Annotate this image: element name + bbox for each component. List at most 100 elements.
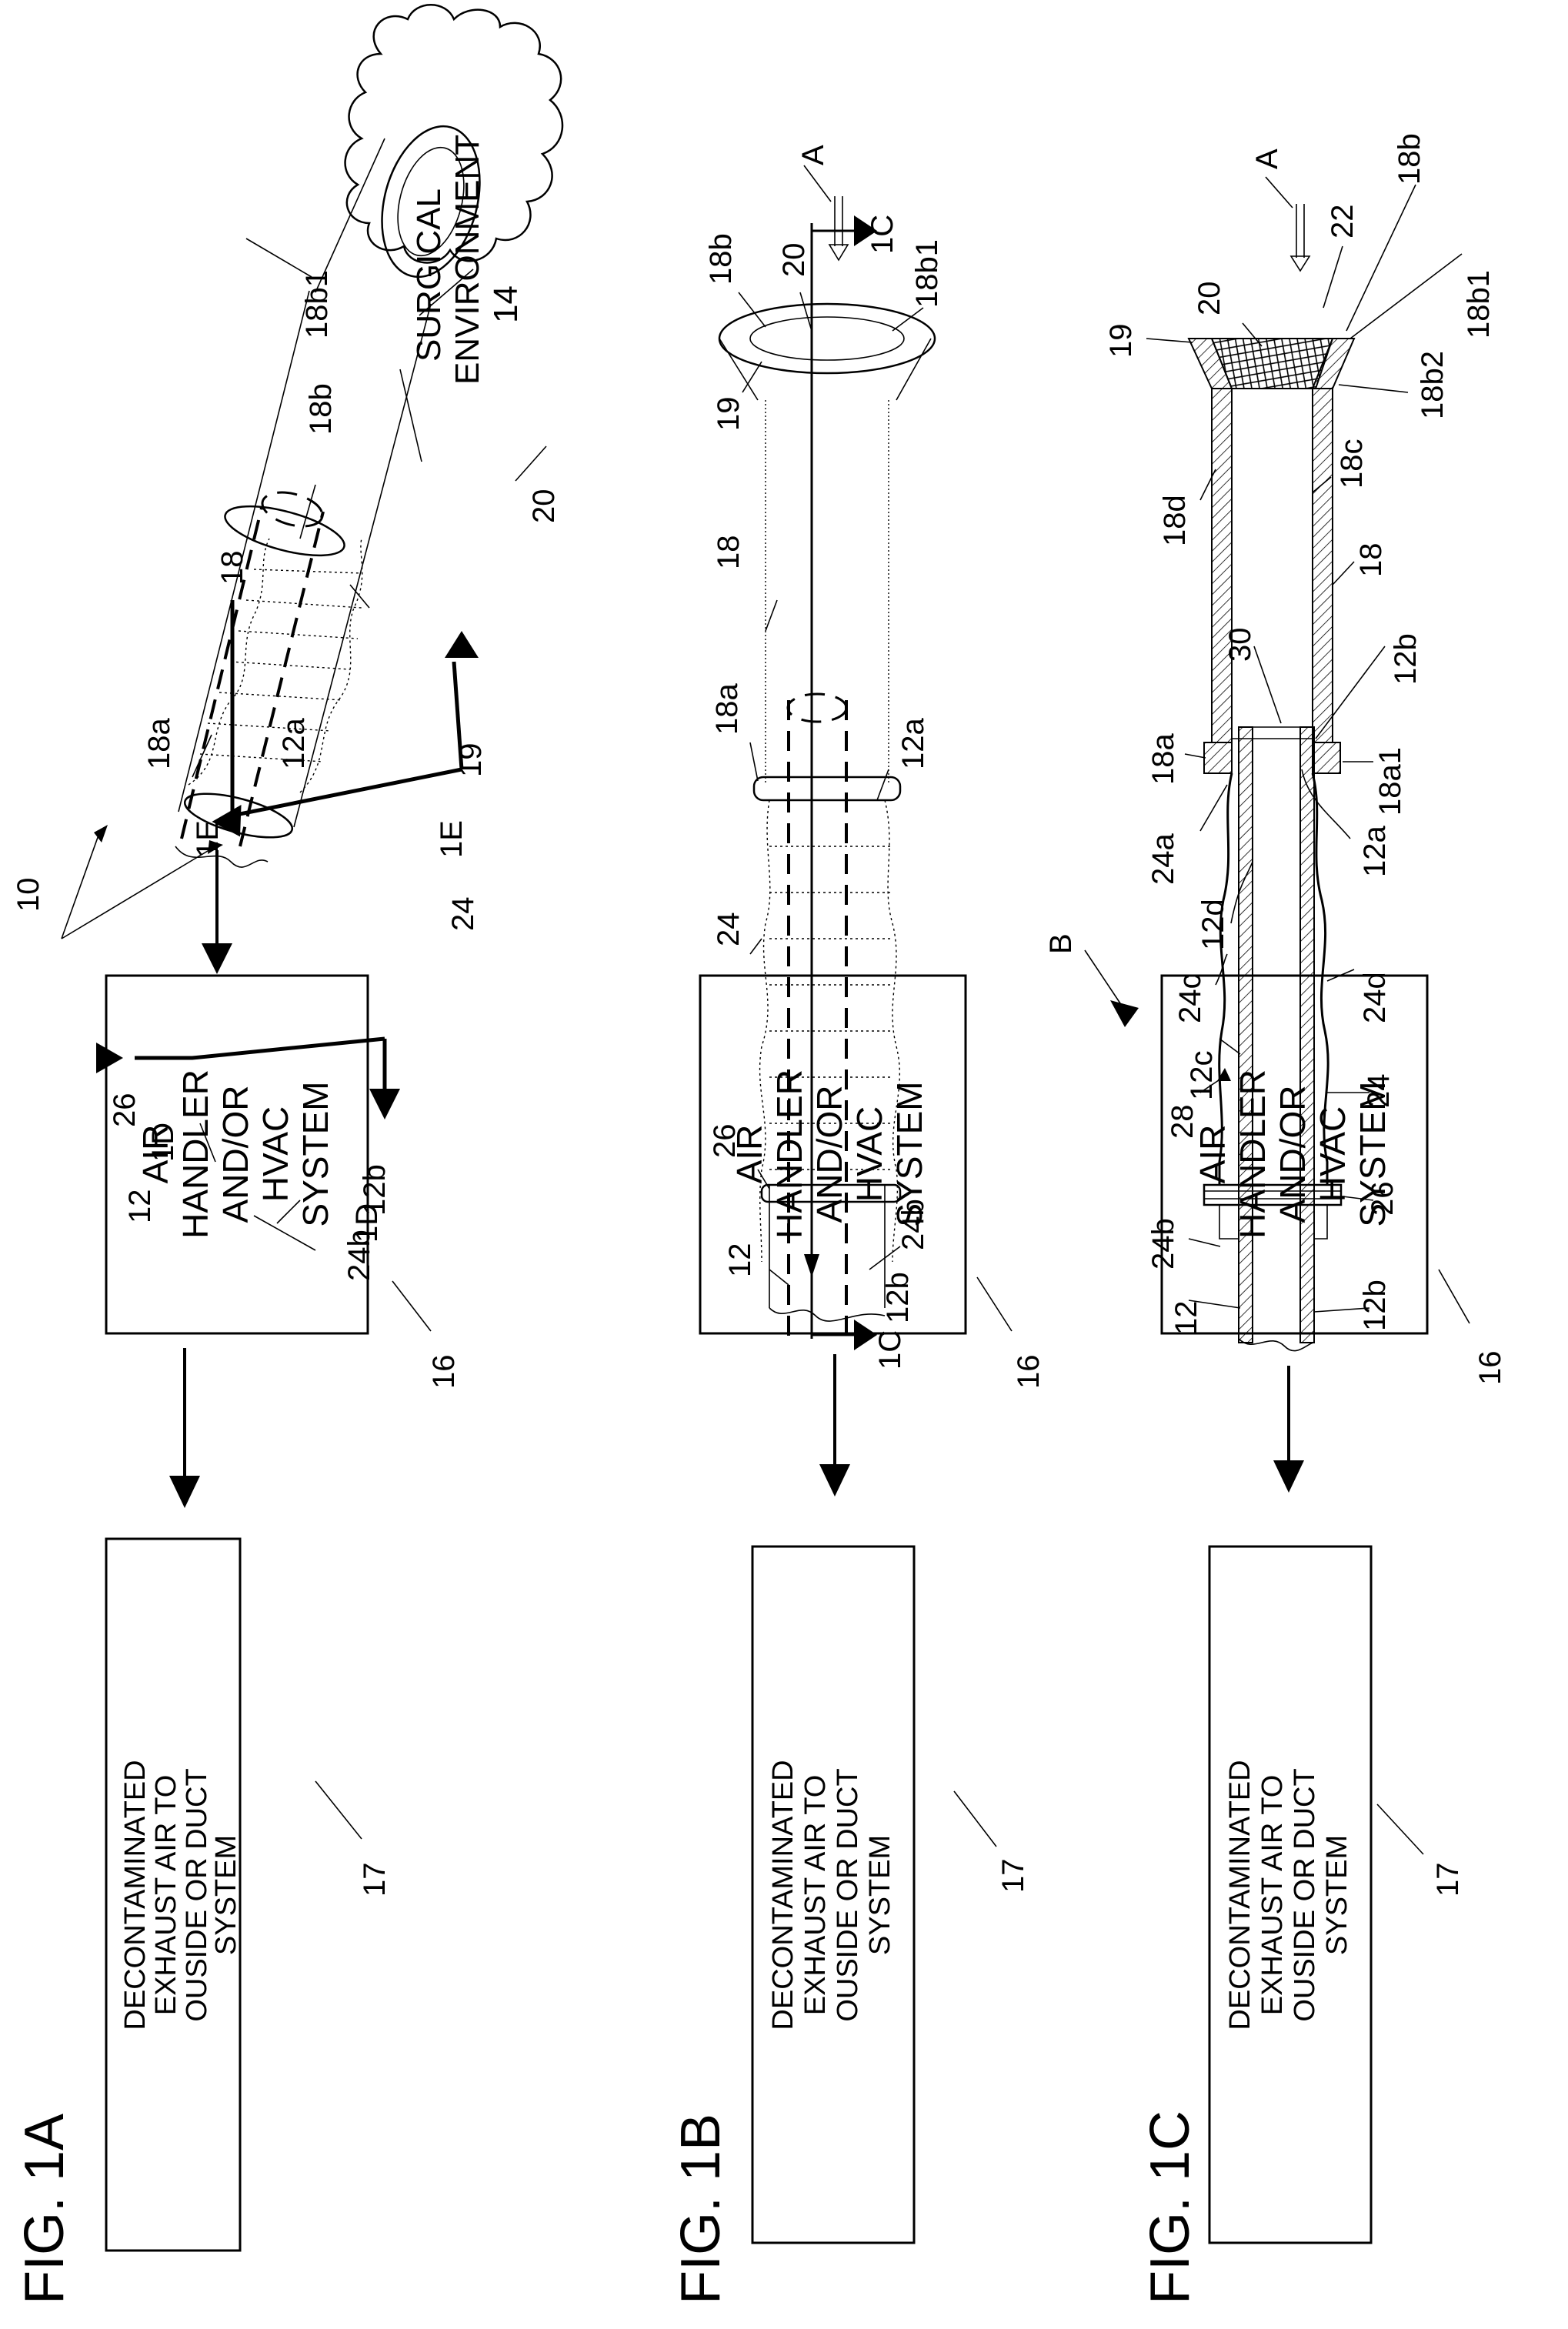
fig-1c: FIG. 1C DECONTAMINATED EXHAUST AIR TO OU… [1044, 133, 1507, 2304]
fig1c-leader-17 [1377, 1804, 1423, 1854]
ref-1D-top: 1D [146, 1123, 180, 1162]
fig1c-box-17: DECONTAMINATED EXHAUST AIR TO OUSIDE OR … [1209, 1547, 1371, 2243]
box17-line4: SYSTEM [210, 1835, 242, 1955]
fig1c-box16-line4: HVAC [1313, 1106, 1353, 1202]
fig1c-collar-right [1313, 742, 1340, 773]
fig-1a: FIG. 1A DECONTAMINATED EXHAUST AIR TO OU… [12, 5, 562, 2304]
fig1b-mouth-18b1 [719, 304, 935, 373]
leader-16 [392, 1281, 431, 1331]
fig1c-ref-18b2: 18b2 [1416, 351, 1450, 419]
box-17-decontaminated-exhaust: DECONTAMINATED EXHAUST AIR TO OUSIDE OR … [106, 1539, 242, 2251]
leader-20 [515, 446, 546, 481]
fig-1b: FIG. 1B DECONTAMINATED EXHAUST AIR TO OU… [670, 145, 1046, 2304]
fig1c-box-16: AIR HANDLER AND/OR HVAC SYSTEM [1162, 976, 1427, 1333]
fig1b-ref-18: 18 [712, 536, 746, 570]
ref-24: 24 [446, 897, 480, 932]
fig1b-leader-12a [877, 769, 889, 800]
fig1c-leader-18a [1185, 754, 1206, 758]
box16-line3: AND/OR [215, 1086, 255, 1223]
ref-18: 18 [215, 551, 249, 586]
fig1c-leader-18b1 [1350, 254, 1462, 339]
fig1b-ref-26: 26 [708, 1124, 742, 1159]
fig1b-mouth-flare [719, 339, 931, 400]
fig1c-leader-22 [1323, 246, 1343, 308]
fig1c-collar-left [1204, 742, 1232, 773]
leader-18a [192, 735, 212, 777]
ref-19: 19 [454, 743, 488, 778]
fig1c-duct-wall-left [1212, 389, 1232, 742]
fig1c-box17-line1: DECONTAMINATED [1224, 1760, 1256, 2030]
fig1c-ref-28: 28 [1166, 1105, 1199, 1139]
fig1c-ref-12c: 12c [1185, 1051, 1219, 1101]
fig1c-ref-12b-top: 12b [1389, 633, 1423, 685]
fig1c-ref-18d: 18d [1158, 495, 1192, 546]
ref-18b1: 18b1 [300, 270, 334, 339]
box17-line1: DECONTAMINATED [119, 1760, 152, 2030]
fig1b-ref-1C-bot: 1C [873, 1330, 907, 1370]
fig1c-ref-12: 12 [1169, 1301, 1203, 1336]
fig1c-ref-30: 30 [1223, 628, 1257, 662]
fig1c-ref-24c: 24c [1173, 974, 1207, 1024]
fig1c-ref-B: B [1044, 933, 1078, 954]
arrowhead-16-to-17 [169, 1476, 200, 1508]
fig1b-ref-19: 19 [712, 397, 746, 432]
fig1c-ref-20: 20 [1193, 282, 1226, 316]
fig1b-leader-20 [800, 292, 812, 331]
fig1b-leader-19 [742, 362, 762, 392]
fig1b-ref-12a: 12a [896, 718, 930, 769]
ref-12: 12 [123, 1190, 157, 1224]
cloud-line3: 14 [487, 285, 525, 323]
fig1c-leader-a [1266, 177, 1293, 208]
fig-1b-label: FIG. 1B [670, 2114, 732, 2304]
fig1c-arrow-b-head [1110, 1000, 1139, 1027]
ref-16: 16 [427, 1355, 461, 1390]
fig1c-ref-18a: 18a [1146, 733, 1180, 785]
fig1b-arrowhead-16-to-17 [819, 1464, 850, 1496]
fig1c-ref-24a: 24a [1146, 833, 1180, 885]
fig1c-ref-22: 22 [1326, 205, 1359, 239]
fig1c-ref-24: 24 [1362, 1074, 1396, 1109]
fig1c-arrowhead-16-to-17 [1273, 1460, 1304, 1493]
arrowhead-duct-to-16 [202, 943, 232, 974]
fig1c-leader-19 [1146, 339, 1193, 342]
fig1c-leader-18 [1333, 562, 1354, 585]
fig1b-ref-17: 17 [996, 1859, 1030, 1894]
fig1c-duct-wall-right [1313, 389, 1333, 742]
fig1c-box17-line4: SYSTEM [1321, 1835, 1353, 1955]
section-1e-arrow-top [445, 631, 479, 658]
fig1b-ref-12: 12 [723, 1243, 757, 1278]
leader-12a [300, 485, 315, 539]
ref-1E-bot: 1E [435, 820, 469, 858]
fig1b-box-17: DECONTAMINATED EXHAUST AIR TO OUSIDE OR … [752, 1547, 914, 2243]
fig1b-ref-24: 24 [712, 913, 746, 947]
fig1b-leader-18a [750, 742, 758, 781]
fig1b-ref-18b1: 18b1 [910, 239, 944, 308]
fig1c-section [1189, 339, 1354, 1351]
box16-line2: HANDLER [175, 1069, 215, 1239]
fig1c-leader-18b2 [1339, 385, 1408, 392]
fig1c-arrow-a-head [1291, 256, 1309, 271]
fig1c-leader-16 [1439, 1270, 1470, 1323]
fig1c-ref-18a1: 18a1 [1373, 747, 1407, 816]
fig1b-ref-12b: 12b [881, 1272, 915, 1323]
ref-1D-bot: 1D [350, 1203, 384, 1243]
fig1c-ref-24d: 24d [1358, 972, 1392, 1023]
fig1c-ref-12a: 12a [1358, 826, 1392, 877]
fig1b-ref-1C-top: 1C [866, 215, 899, 254]
fig1c-ref-26: 26 [1366, 1182, 1400, 1216]
fig1c-ref-18c: 18c [1335, 439, 1369, 489]
section-1d-arrow-bot [369, 1089, 400, 1119]
fig1b-ref-A: A [796, 145, 830, 165]
fig1b-ref-18b: 18b [704, 233, 738, 285]
fig-1a-label: FIG. 1A [14, 2114, 75, 2304]
fig1c-ref-18: 18 [1354, 543, 1388, 578]
fig1c-tube-wall-left [1239, 727, 1253, 1343]
fig1c-ref-16: 16 [1473, 1351, 1507, 1386]
fig1c-box17-line3: OUSIDE OR DUCT [1289, 1768, 1321, 2021]
fig1b-filter-20 [750, 317, 904, 360]
fig1b-ref-16: 16 [1012, 1355, 1046, 1390]
leader-24 [350, 585, 369, 608]
box-16-air-handler: AIR HANDLER AND/OR HVAC SYSTEM [106, 976, 368, 1333]
fig1b-ref-24b: 24b [896, 1199, 930, 1250]
